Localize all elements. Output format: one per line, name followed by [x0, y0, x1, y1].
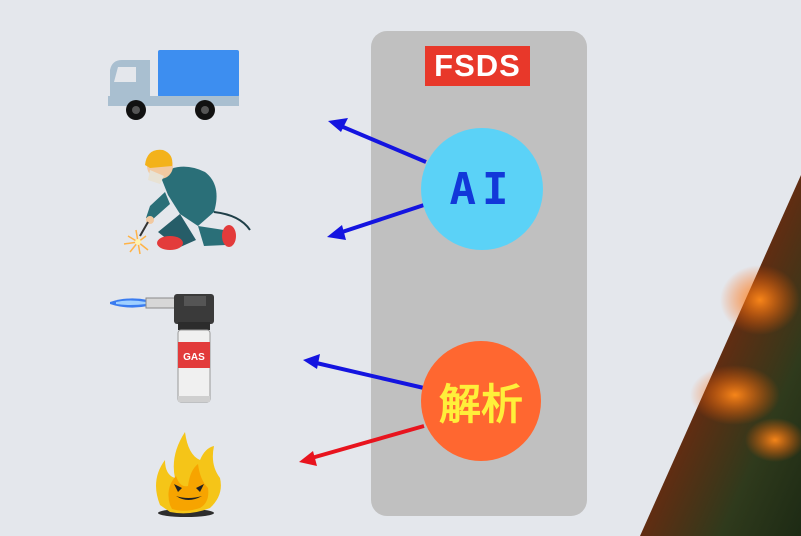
welder-icon [123, 149, 251, 255]
arrow-ai-to-welder [327, 203, 425, 240]
arrow-analysis-to-gas [303, 354, 425, 390]
fire-icon [156, 432, 221, 517]
ai-node: AI [421, 128, 543, 250]
arrow-analysis-to-fire [299, 424, 425, 466]
analysis-node-label: 解析 [438, 379, 523, 429]
ai-node-label: AI [449, 163, 515, 215]
truck-icon [108, 50, 239, 120]
gas-can-label: GAS [183, 352, 205, 363]
analysis-node: 解析 [421, 341, 541, 461]
gas-torch-icon: GAS [110, 294, 214, 403]
arrow-ai-to-truck [328, 118, 427, 164]
fsds-badge: FSDS [425, 46, 530, 86]
